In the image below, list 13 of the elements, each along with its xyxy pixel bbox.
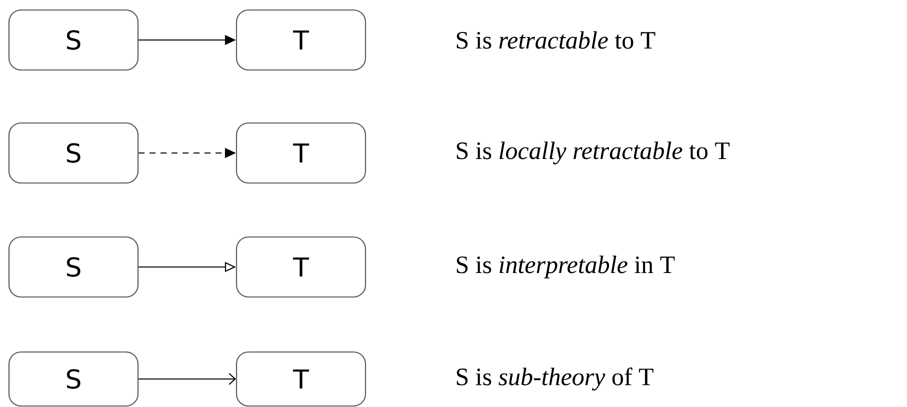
description-text: S is locally retractable to T [456,142,730,164]
rounded-box: S [8,122,139,184]
rounded-box: S [8,9,139,71]
rounded-box: T [236,236,366,298]
rounded-box: S [8,236,139,298]
arrow [138,373,236,385]
rounded-box: S [8,351,139,407]
rounded-box: T [236,122,366,184]
description-text: S is retractable to T [456,31,656,49]
rounded-box: T [236,351,366,407]
rounded-box: T [236,9,366,71]
description-text: S is sub-theory of T [456,368,654,390]
description-text: S is interpretable in T [456,256,675,278]
